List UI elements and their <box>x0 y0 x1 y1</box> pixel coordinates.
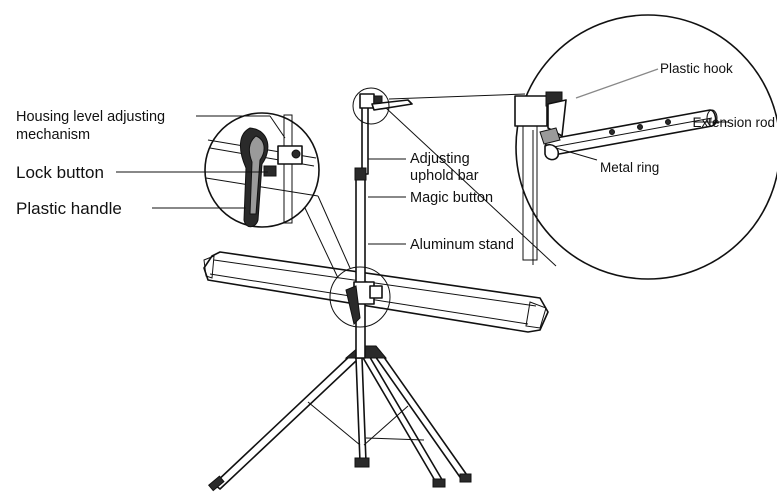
hook-detail-callout <box>385 14 777 280</box>
label-extension-rod: Extension rod <box>692 115 775 130</box>
label-aluminum-stand: Aluminum stand <box>410 237 514 253</box>
zoom-circle-top-small <box>352 87 390 125</box>
label-plastic-handle: Plastic handle <box>16 199 122 218</box>
handle-detail-callout <box>204 112 351 279</box>
label-lock-button: Lock button <box>16 163 104 182</box>
label-housing-level-line2: mechanism <box>16 127 90 143</box>
tripod-legs <box>208 345 472 492</box>
leader-lines <box>116 68 728 245</box>
label-adjusting-uphold-line1: Adjusting <box>410 151 470 167</box>
label-housing-level-line1: Housing level adjusting <box>16 109 165 125</box>
zoom-circle-handle-small <box>329 266 391 328</box>
label-adjusting-uphold-line2: uphold bar <box>410 168 479 184</box>
stand-pole <box>345 93 413 359</box>
label-metal-ring: Metal ring <box>600 160 659 175</box>
label-plastic-hook: Plastic hook <box>660 61 733 76</box>
label-magic-button: Magic button <box>410 190 493 206</box>
